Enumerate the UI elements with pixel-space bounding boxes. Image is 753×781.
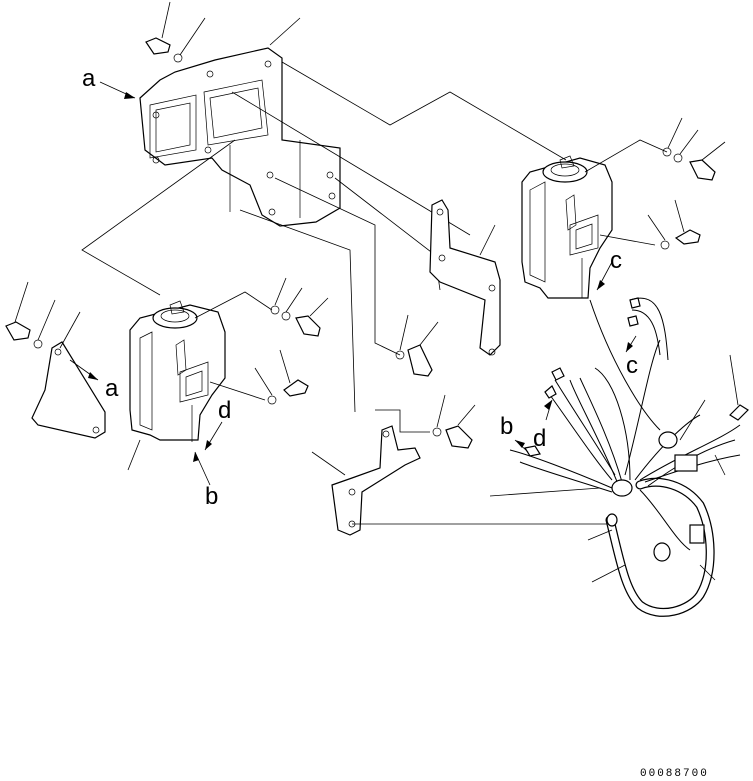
reservoir-tank-right xyxy=(521,155,613,299)
callout-d-tank: d xyxy=(218,397,231,424)
bracket-middle xyxy=(429,199,501,356)
bracket-lower xyxy=(311,425,610,536)
bolt-top xyxy=(145,1,301,63)
callout-a-top: a xyxy=(82,65,96,92)
reservoir-tank-left xyxy=(129,300,226,442)
callout-c-tank: c xyxy=(610,247,622,274)
wiring-harness xyxy=(489,297,749,617)
callout-b-harness: b xyxy=(500,413,513,440)
screws-middle xyxy=(375,314,476,449)
bracket-left xyxy=(5,281,141,471)
screws-left-tank xyxy=(194,277,329,405)
callout-c-harness: c xyxy=(626,352,638,379)
mounting-plate-top xyxy=(139,47,341,227)
screws-right-tank xyxy=(584,117,726,250)
drawing-number: 00088700 xyxy=(640,768,709,780)
callout-b-tank: b xyxy=(205,483,218,510)
callout-d-harness: d xyxy=(533,425,546,452)
callout-a-left: a xyxy=(105,375,119,402)
